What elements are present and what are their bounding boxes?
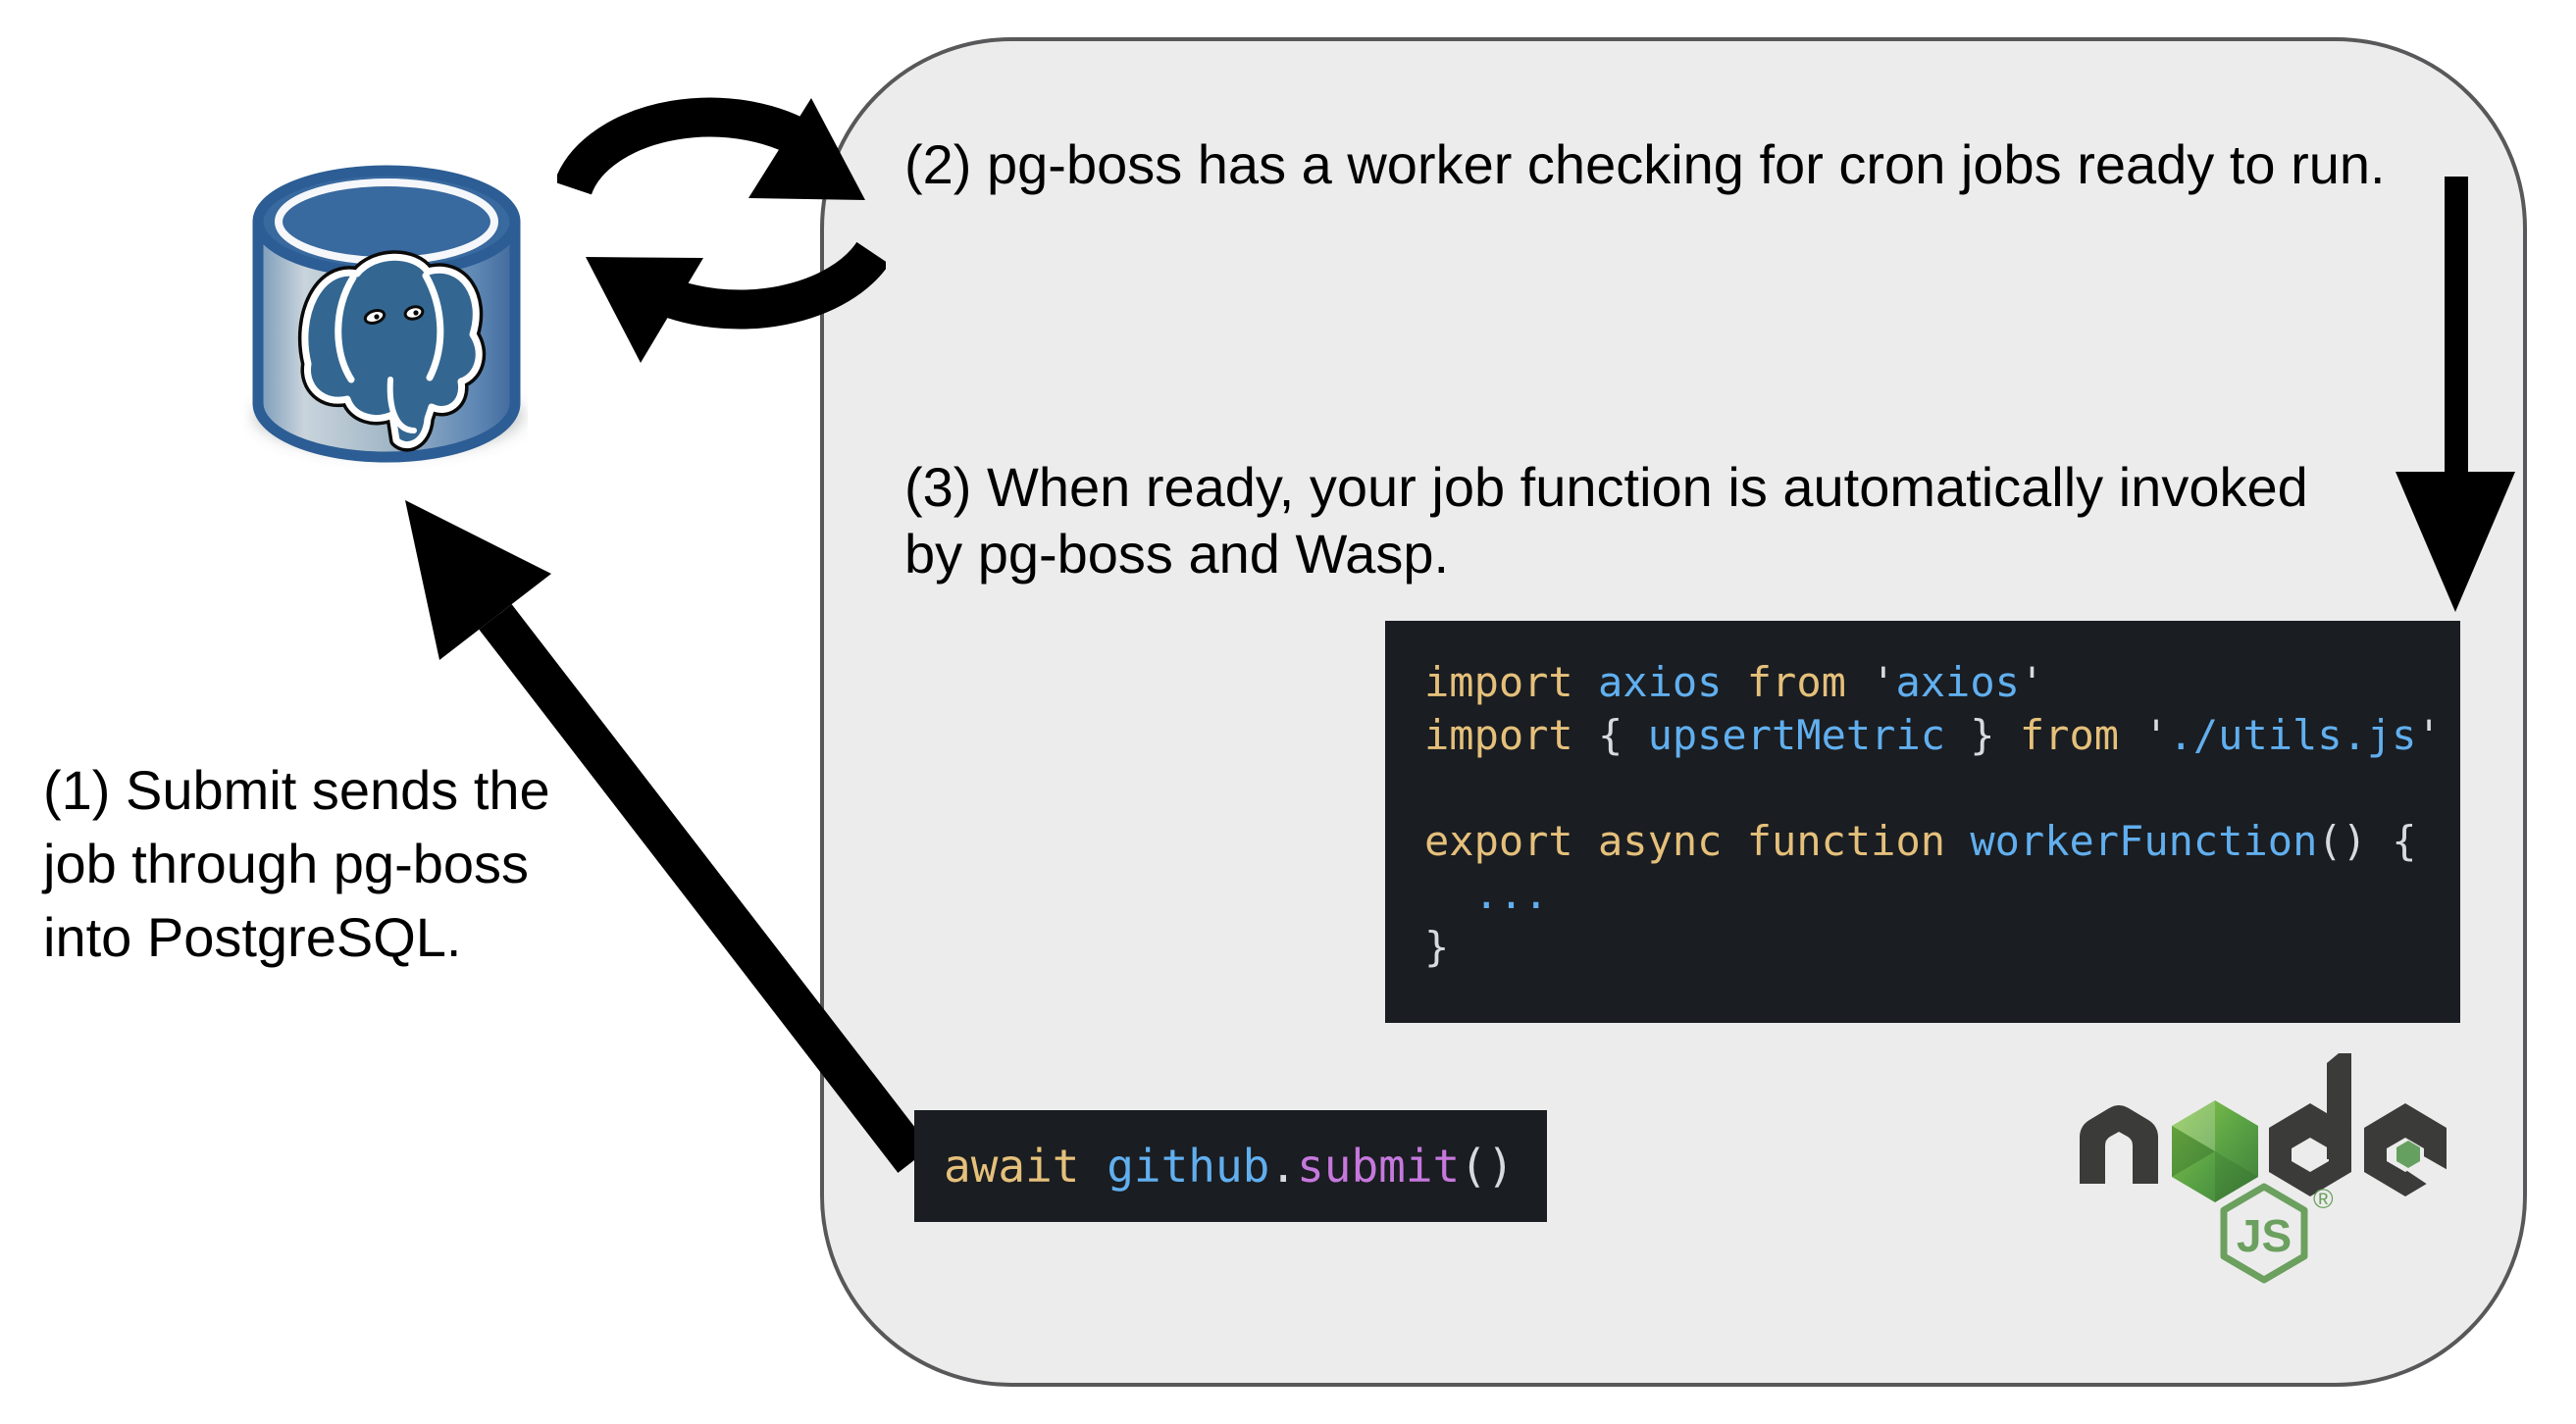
code-token: function: [1746, 817, 1946, 865]
code-token: async: [1598, 817, 1723, 865]
code-line: import axios from 'axios': [1424, 656, 2460, 709]
code-token: ': [1845, 658, 1896, 706]
step2-label: (2) pg-boss has a worker checking for cr…: [904, 133, 2386, 195]
code-token: from: [1746, 658, 1846, 706]
code-token: ': [2416, 711, 2442, 759]
submit-code-block: await github.submit(): [914, 1110, 1547, 1222]
code-token: [1722, 658, 1746, 706]
code-token: import: [1424, 711, 1573, 759]
code-token: axios: [1895, 658, 2020, 706]
postgres-elephant: [297, 250, 487, 452]
nodejs-registered-mark: ®: [2313, 1184, 2334, 1214]
code-line: }: [1424, 921, 2460, 974]
code-token: }: [1945, 711, 2020, 759]
step1-line2: job through pg-boss: [43, 833, 530, 894]
code-token: export: [1424, 817, 1573, 865]
step3-label: (3) When ready, your job function is aut…: [904, 454, 2308, 587]
node-letter-e: [2364, 1103, 2456, 1196]
nodejs-logo-icon: JS ®: [2080, 1053, 2456, 1284]
code-token: axios: [1598, 658, 1723, 706]
code-token: }: [1424, 923, 1450, 971]
code-token: .: [1269, 1140, 1298, 1193]
code-token: ': [2119, 711, 2169, 759]
nodejs-js-badge: JS ®: [2220, 1183, 2334, 1284]
code-line: export async function workerFunction() {: [1424, 815, 2460, 868]
postgresql-logo-icon: [252, 165, 524, 463]
code-line: [1424, 762, 2460, 815]
submit-to-postgres-arrow: [405, 500, 931, 1173]
code-token: github: [1107, 1140, 1270, 1193]
code-token: submit: [1297, 1140, 1461, 1193]
code-token: [1722, 817, 1746, 865]
code-token: ': [2019, 658, 2045, 706]
step1-label: (1) Submit sends the job through pg-boss…: [43, 753, 550, 974]
step3-line1: (3) When ready, your job function is aut…: [904, 456, 2308, 518]
code-token: {: [1572, 711, 1648, 759]
code-token: ./utils.js: [2168, 711, 2417, 759]
code-token: from: [2019, 711, 2120, 759]
code-token: () {: [2317, 817, 2417, 865]
code-token: import: [1424, 658, 1573, 706]
code-token: ...: [1424, 870, 1549, 918]
code-token: [1573, 658, 1598, 706]
code-line: import { upsertMetric } from './utils.js…: [1424, 709, 2460, 762]
code-line: ...: [1424, 868, 2460, 921]
code-token: await: [944, 1140, 1080, 1193]
code-token: [1573, 817, 1598, 865]
code-token: (): [1460, 1140, 1515, 1193]
nodejs-js-text: JS: [2237, 1210, 2292, 1261]
sync-cycle-icon: [557, 97, 886, 363]
down-arrow: [2396, 177, 2515, 612]
step3-line2: by pg-boss and Wasp.: [904, 523, 1450, 585]
code-token: workerFunction: [1970, 817, 2318, 865]
code-token: [1945, 817, 1970, 865]
node-letter-n: [2080, 1105, 2158, 1184]
step1-line1: (1) Submit sends the: [43, 759, 550, 821]
worker-code-block: import axios from 'axios'import { upsert…: [1385, 621, 2460, 1023]
step1-line3: into PostgreSQL.: [43, 906, 462, 968]
code-token: upsertMetric: [1647, 711, 1946, 759]
node-letter-d: [2269, 1053, 2351, 1196]
node-hexagon-o: [2172, 1100, 2258, 1202]
code-token: [1079, 1140, 1107, 1193]
